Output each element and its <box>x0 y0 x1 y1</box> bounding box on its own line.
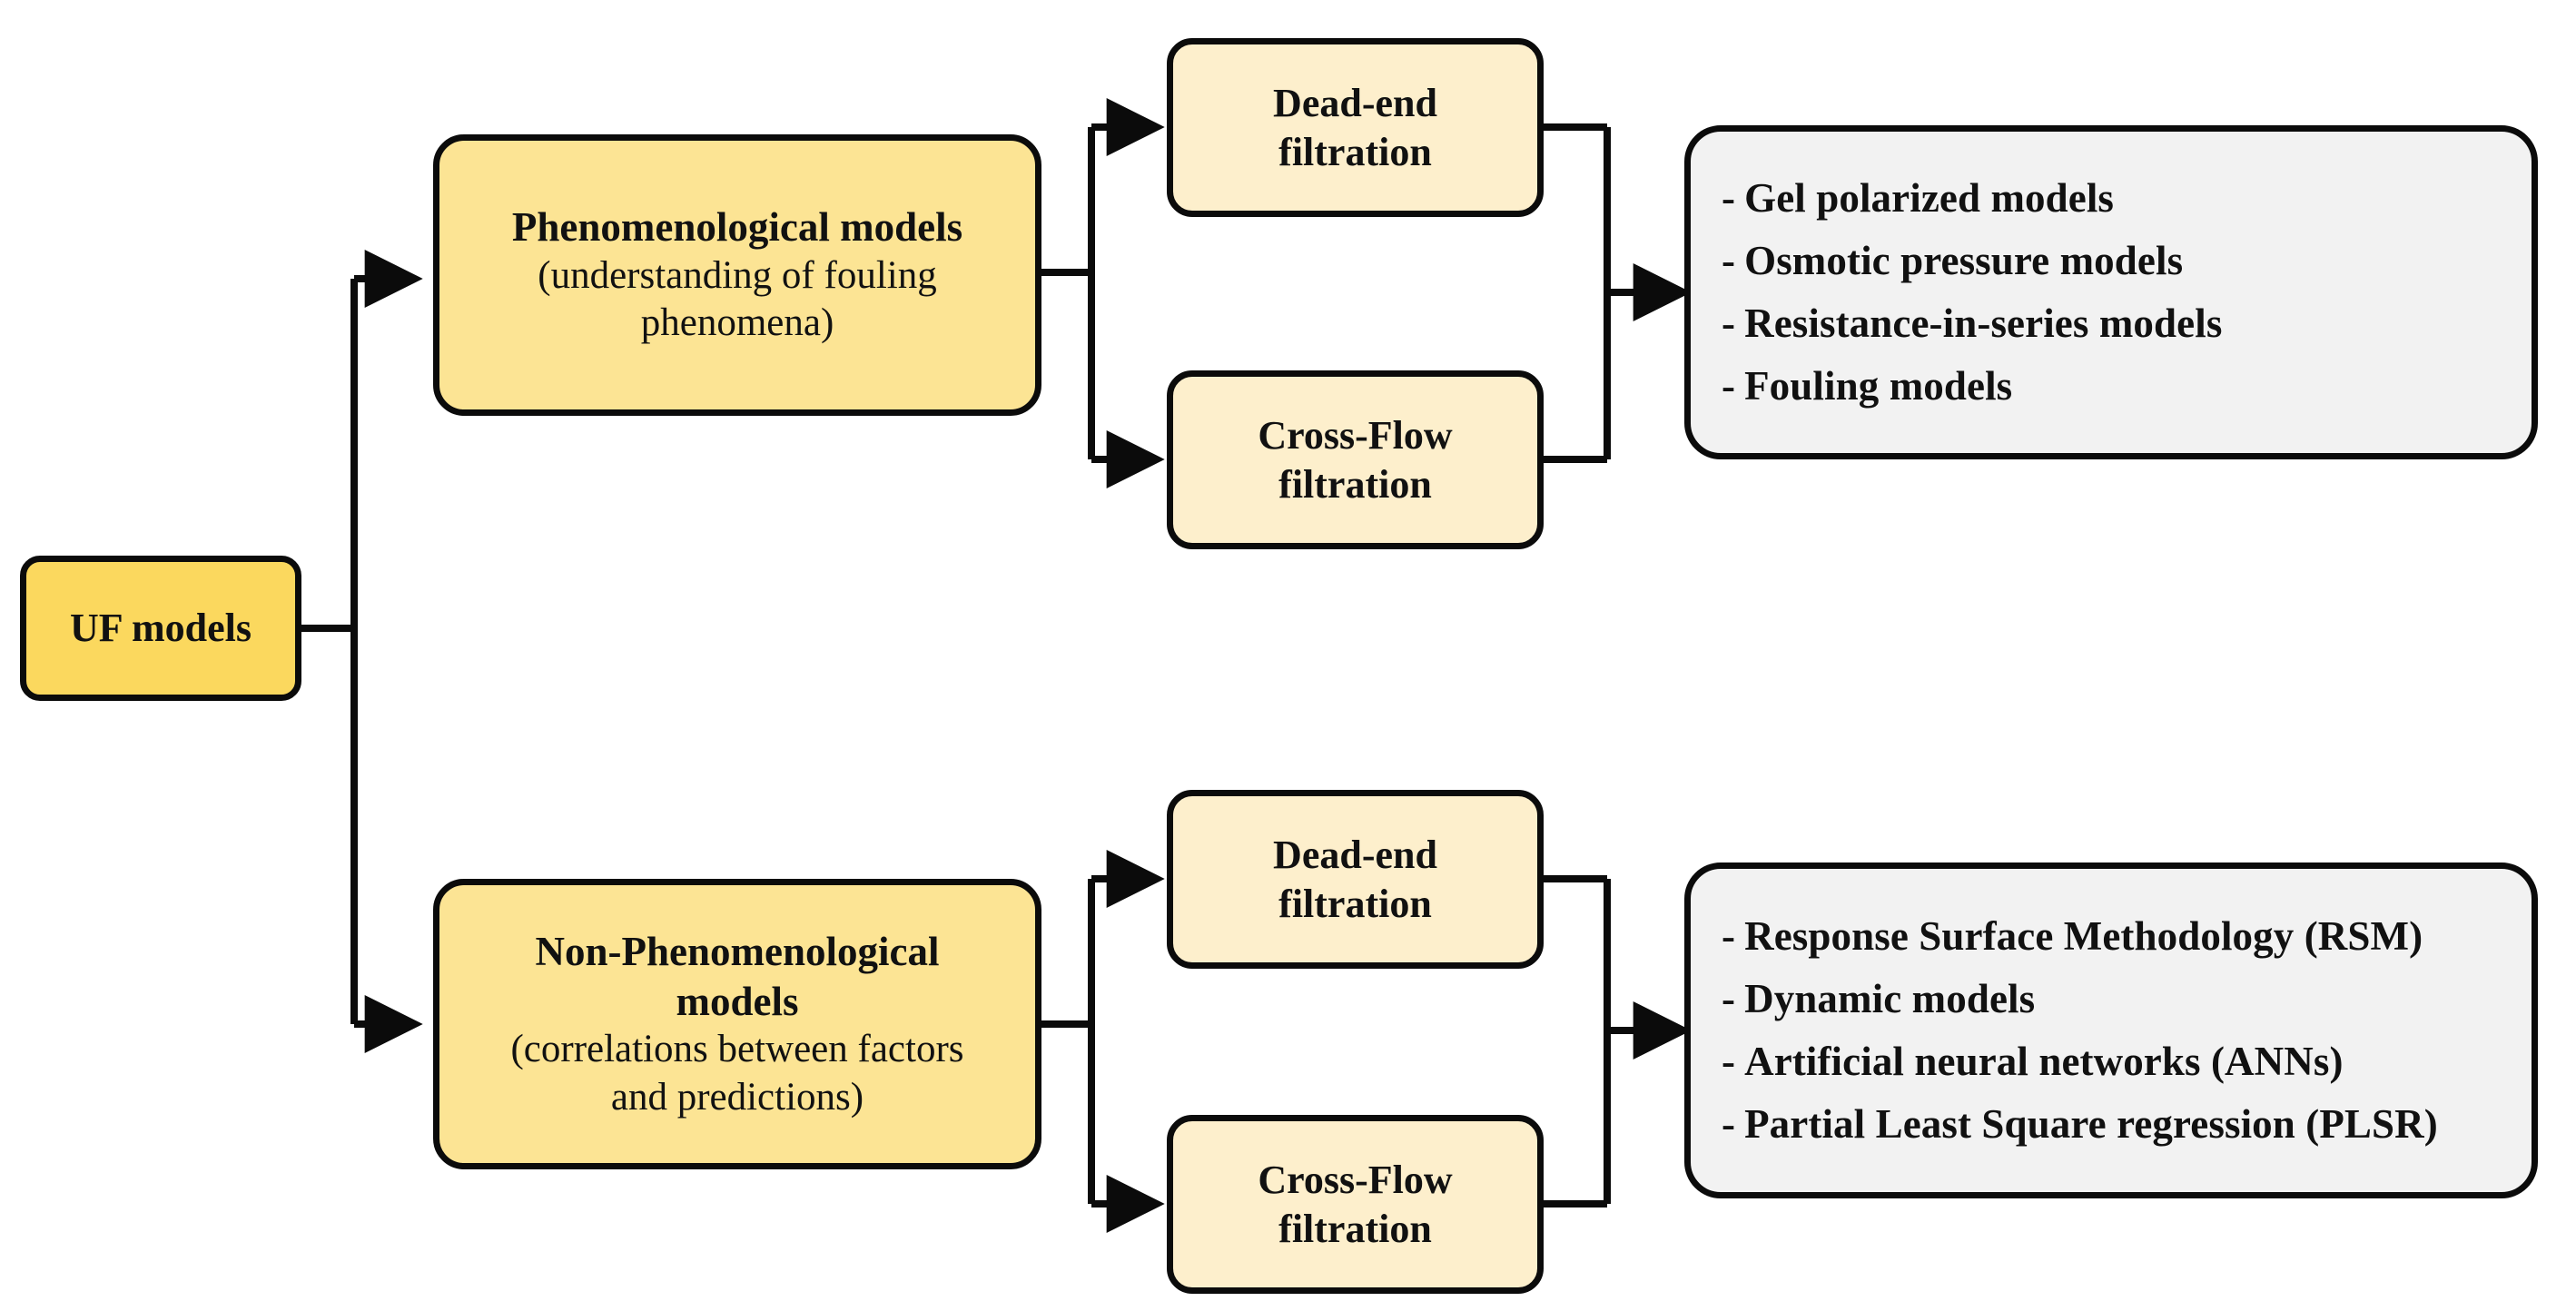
dead-end-bottom-line2: filtration <box>1278 881 1432 926</box>
list-item: -Gel polarized models <box>1722 167 2562 230</box>
list-item: -Partial Least Square regression (PLSR) <box>1722 1093 2562 1156</box>
node-non-phenomenological-outcomes[interactable]: -Response Surface Methodology (RSM) -Dyn… <box>1684 862 2538 1198</box>
list-item: -Artificial neural networks (ANNs) <box>1722 1030 2562 1093</box>
non-phenomenological-subtitle-line1: (correlations between factors <box>510 1028 964 1071</box>
node-cross-flow-filtration-bottom[interactable]: Cross-Flow filtration <box>1167 1115 1544 1294</box>
dead-end-top-line1: Dead-end <box>1273 80 1437 125</box>
outcome-text: Artificial neural networks (ANNs) <box>1744 1039 2344 1084</box>
dead-end-top-line2: filtration <box>1278 129 1432 174</box>
bullet-dash: - <box>1722 301 1736 346</box>
cross-flow-bottom-line2: filtration <box>1278 1206 1432 1251</box>
non-phenomenological-title-line1: Non-Phenomenological <box>535 928 940 974</box>
phenomenological-subtitle-line1: (understanding of fouling <box>538 253 937 297</box>
outcome-text: Dynamic models <box>1744 976 2036 1022</box>
outcome-text: Fouling models <box>1744 362 2013 409</box>
node-non-phenomenological-models[interactable]: Non-Phenomenological models (correlation… <box>433 879 1041 1169</box>
outcome-text: Response Surface Methodology (RSM) <box>1744 913 2423 960</box>
list-item: -Dynamic models <box>1722 968 2562 1030</box>
node-dead-end-filtration-top[interactable]: Dead-end filtration <box>1167 38 1544 217</box>
bullet-dash: - <box>1722 362 1736 409</box>
uf-models-label: UF models <box>69 606 252 651</box>
list-item: -Response Surface Methodology (RSM) <box>1722 905 2562 968</box>
non-phenomenological-title-line2: models <box>676 978 799 1024</box>
cross-flow-top-line2: filtration <box>1278 461 1432 507</box>
node-uf-models[interactable]: UF models <box>20 556 301 701</box>
node-dead-end-filtration-bottom[interactable]: Dead-end filtration <box>1167 790 1544 969</box>
bullet-dash: - <box>1722 1100 1736 1147</box>
node-phenomenological-models[interactable]: Phenomenological models (understanding o… <box>433 134 1041 416</box>
bullet-dash: - <box>1722 175 1736 222</box>
phenomenological-subtitle-line2: phenomena) <box>640 301 834 345</box>
phenomenological-title: Phenomenological models <box>511 204 963 251</box>
outcome-text: Resistance-in-series models <box>1744 301 2223 346</box>
non-phenomenological-subtitle-line2: and predictions) <box>610 1075 864 1119</box>
node-cross-flow-filtration-top[interactable]: Cross-Flow filtration <box>1167 370 1544 549</box>
non-phenomenological-outcome-list: -Response Surface Methodology (RSM) -Dyn… <box>1691 905 2562 1156</box>
outcome-text: Osmotic pressure models <box>1744 238 2184 284</box>
phenomenological-outcome-list: -Gel polarized models -Osmotic pressure … <box>1691 167 2562 418</box>
node-phenomenological-outcomes[interactable]: -Gel polarized models -Osmotic pressure … <box>1684 125 2538 459</box>
list-item: -Fouling models <box>1722 355 2562 418</box>
cross-flow-top-line1: Cross-Flow <box>1258 412 1453 458</box>
outcome-text: Partial Least Square regression (PLSR) <box>1744 1100 2438 1147</box>
outcome-text: Gel polarized models <box>1744 175 2115 222</box>
bullet-dash: - <box>1722 238 1736 284</box>
bullet-dash: - <box>1722 976 1736 1022</box>
cross-flow-bottom-line1: Cross-Flow <box>1258 1157 1453 1202</box>
list-item: -Resistance-in-series models <box>1722 292 2562 355</box>
dead-end-bottom-line1: Dead-end <box>1273 832 1437 877</box>
bullet-dash: - <box>1722 913 1736 960</box>
bullet-dash: - <box>1722 1039 1736 1084</box>
list-item: -Osmotic pressure models <box>1722 230 2562 292</box>
